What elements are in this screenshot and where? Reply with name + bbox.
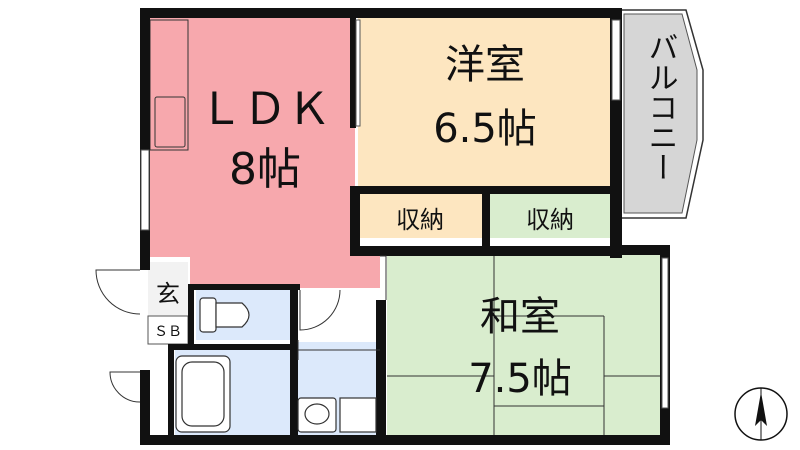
western-room-name: 洋室 xyxy=(445,42,525,88)
doors xyxy=(95,255,387,403)
ldk-floor-lower xyxy=(190,248,380,288)
windows xyxy=(140,19,669,409)
western-room-floor xyxy=(358,16,613,186)
north-arrow-icon xyxy=(734,387,788,441)
balcony-label: バルコニー xyxy=(643,32,678,182)
shoe-box-label: ＳＢ xyxy=(154,324,182,340)
japanese-room-size: 7.5帖 xyxy=(468,356,572,402)
entrance-label: 玄 xyxy=(156,280,180,308)
storage-right-floor xyxy=(489,194,610,238)
toilet-icon xyxy=(199,297,250,333)
balcony xyxy=(619,9,704,219)
bathtub-icon xyxy=(175,355,231,433)
storage-left-floor xyxy=(358,194,484,238)
ldk-floor xyxy=(148,18,355,257)
tatami-lines xyxy=(387,252,662,435)
storage-right-label: 収納 xyxy=(526,206,574,234)
ldk-name: ＬＤＫ xyxy=(199,84,331,135)
entrance-floor xyxy=(148,262,188,316)
japanese-room-floor xyxy=(387,252,662,435)
western-room-size: 6.5帖 xyxy=(433,106,537,152)
washbasin-icon xyxy=(297,397,377,433)
ldk-size: 8帖 xyxy=(229,144,301,195)
japanese-room-name: 和室 xyxy=(480,294,560,340)
storage-left-label: 収納 xyxy=(396,206,444,234)
